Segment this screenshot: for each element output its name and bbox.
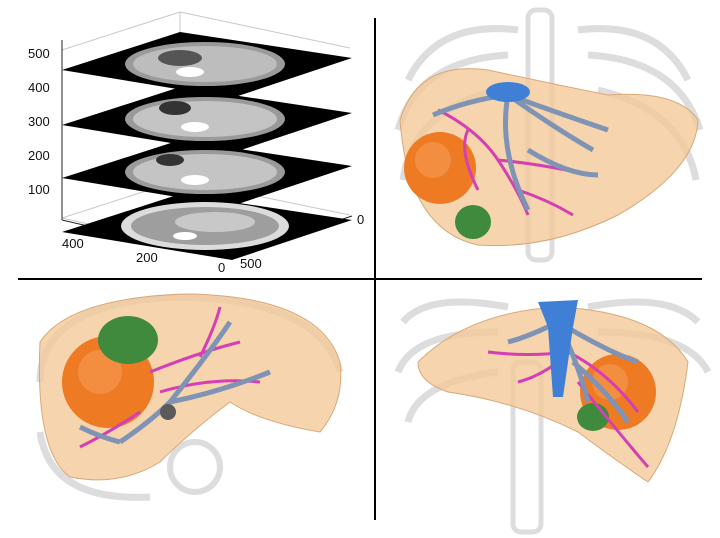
ct-slice-stack-plot: 500 400 300 200 100 400 200 0 0 500 bbox=[28, 11, 364, 275]
ct-slice-bottom bbox=[62, 194, 352, 260]
liver-render-anterior-panel bbox=[378, 0, 720, 278]
gallbladder bbox=[455, 205, 491, 239]
y-tick-0: 0 bbox=[218, 260, 225, 275]
liver-render-posterior bbox=[394, 298, 712, 535]
liver-render-inferior-panel bbox=[0, 282, 374, 538]
horizontal-divider bbox=[18, 278, 702, 280]
x-tick-0: 0 bbox=[357, 212, 364, 227]
ct-slice-upper bbox=[62, 87, 352, 153]
liver bbox=[399, 68, 699, 247]
ct-slice-lower bbox=[62, 140, 352, 206]
ct-slice-stack-panel: 500 400 300 200 100 400 200 0 0 500 bbox=[0, 0, 374, 278]
z-tick-200: 200 bbox=[28, 148, 50, 163]
ct-slice-top bbox=[62, 32, 352, 98]
tumor bbox=[404, 132, 476, 204]
liver-render-inferior bbox=[36, 293, 344, 501]
z-tick-300: 300 bbox=[28, 114, 50, 129]
z-tick-400: 400 bbox=[28, 80, 50, 95]
liver-render-posterior-panel bbox=[378, 282, 720, 538]
vena-cava bbox=[160, 404, 176, 420]
z-tick-500: 500 bbox=[28, 46, 50, 61]
liver-render-anterior bbox=[394, 7, 704, 263]
vena-cava bbox=[538, 300, 578, 397]
y-tick-200: 200 bbox=[136, 250, 158, 265]
vertical-divider bbox=[374, 18, 376, 520]
gallbladder bbox=[577, 403, 609, 431]
gallbladder bbox=[98, 316, 158, 364]
x-tick-500: 500 bbox=[240, 256, 262, 271]
y-tick-400: 400 bbox=[62, 236, 84, 251]
vena-cava bbox=[486, 82, 530, 102]
z-tick-100: 100 bbox=[28, 182, 50, 197]
